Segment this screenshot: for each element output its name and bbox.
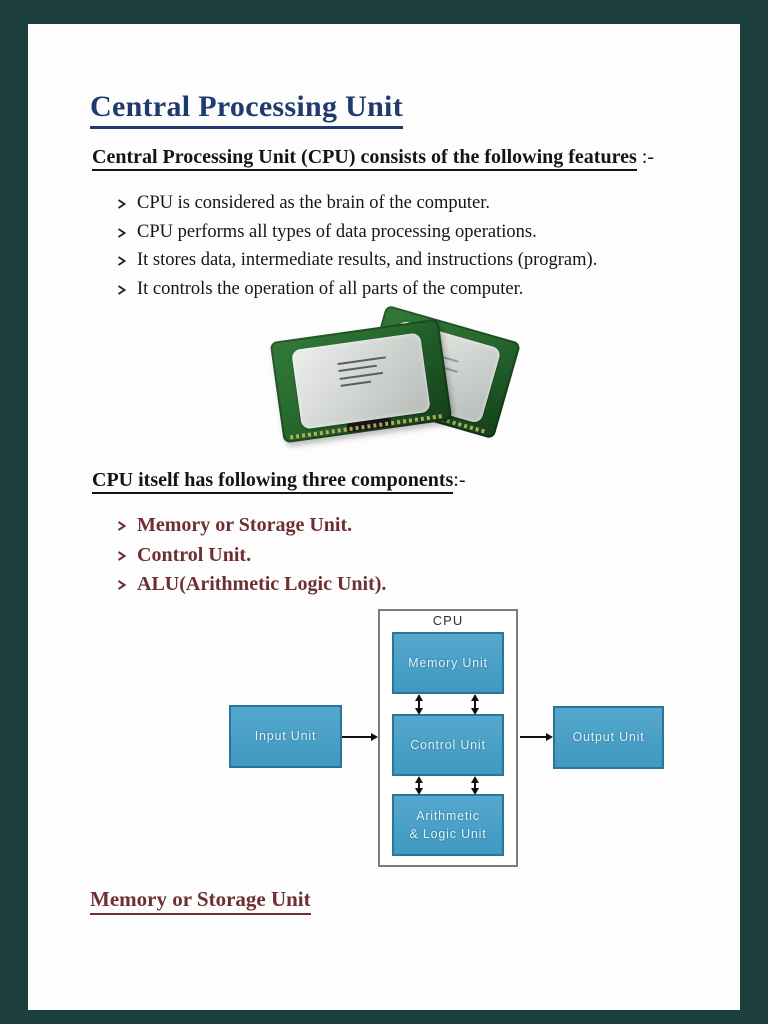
list-item: CPU performs all types of data processin… bbox=[117, 218, 597, 247]
memory-unit-label: Memory Unit bbox=[408, 655, 488, 670]
alu-label-line2: & Logic Unit bbox=[409, 827, 487, 841]
feature-text: CPU is considered as the brain of the co… bbox=[137, 193, 490, 213]
viewer-frame-left bbox=[0, 0, 28, 1024]
memory-section-heading: Memory or Storage Unit bbox=[90, 887, 311, 915]
list-item: Control Unit. bbox=[117, 541, 386, 571]
arrow-bullet-icon bbox=[117, 580, 126, 590]
intro-heading-suffix: :- bbox=[636, 146, 654, 168]
list-item: ALU(Arithmetic Logic Unit). bbox=[117, 570, 386, 600]
list-item: Memory or Storage Unit. bbox=[117, 511, 386, 541]
viewer-frame-bottom bbox=[0, 1010, 768, 1024]
output-unit-label: Output Unit bbox=[572, 730, 645, 745]
viewer-frame-right bbox=[740, 0, 768, 1024]
input-unit-label: Input Unit bbox=[254, 729, 317, 744]
list-item: It stores data, intermediate results, an… bbox=[117, 246, 597, 275]
control-unit-box: Control Unit bbox=[392, 714, 504, 776]
page-title: Central Processing Unit bbox=[90, 90, 403, 129]
alu-box: Arithmetic & Logic Unit bbox=[392, 794, 504, 856]
list-item: It controls the operation of all parts o… bbox=[117, 275, 597, 304]
arrow-bullet-icon bbox=[117, 199, 126, 209]
intro-heading: Central Processing Unit (CPU) consists o… bbox=[92, 146, 654, 171]
feature-list: CPU is considered as the brain of the co… bbox=[117, 189, 597, 303]
right-arrow-icon bbox=[520, 732, 553, 742]
arrow-bullet-icon bbox=[117, 227, 126, 238]
viewer-frame-top bbox=[0, 0, 768, 24]
double-arrow-icon bbox=[470, 776, 480, 795]
double-arrow-icon bbox=[470, 694, 480, 715]
component-text: Control Unit. bbox=[137, 543, 252, 566]
arrow-bullet-icon bbox=[117, 256, 126, 266]
double-arrow-icon bbox=[414, 694, 424, 715]
component-text: ALU(Arithmetic Logic Unit). bbox=[137, 573, 387, 595]
feature-text: It stores data, intermediate results, an… bbox=[137, 250, 598, 270]
control-unit-label: Control Unit bbox=[410, 737, 486, 752]
arrow-bullet-icon bbox=[117, 550, 126, 561]
arrow-bullet-icon bbox=[117, 284, 126, 295]
cpu-chips-image bbox=[269, 304, 522, 444]
memory-unit-box: Memory Unit bbox=[392, 632, 504, 694]
components-heading: CPU itself has following three component… bbox=[92, 469, 466, 494]
double-arrow-icon bbox=[414, 776, 424, 795]
components-heading-suffix: :- bbox=[453, 469, 466, 491]
component-list: Memory or Storage Unit. Control Unit. AL… bbox=[117, 511, 386, 600]
feature-text: It controls the operation of all parts o… bbox=[137, 278, 524, 299]
component-text: Memory or Storage Unit. bbox=[137, 514, 353, 536]
intro-heading-text: Central Processing Unit (CPU) consists o… bbox=[92, 146, 637, 171]
cpu-chip-front bbox=[269, 318, 453, 444]
components-heading-text: CPU itself has following three component… bbox=[92, 469, 454, 494]
feature-text: CPU performs all types of data processin… bbox=[137, 221, 537, 242]
list-item: CPU is considered as the brain of the co… bbox=[117, 189, 597, 218]
arrow-bullet-icon bbox=[117, 521, 126, 531]
right-arrow-icon bbox=[342, 732, 378, 742]
cpu-diagram-label: CPU bbox=[432, 613, 464, 628]
output-unit-box: Output Unit bbox=[553, 706, 664, 769]
alu-label-line1: Arithmetic bbox=[416, 808, 480, 823]
input-unit-box: Input Unit bbox=[229, 705, 342, 768]
